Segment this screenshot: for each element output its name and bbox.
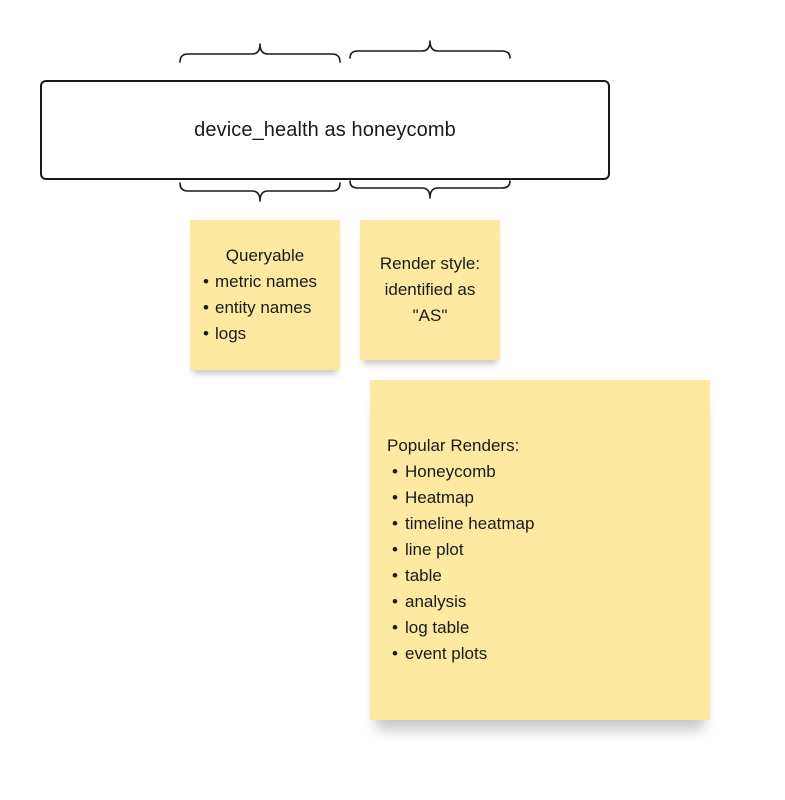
note-title: Popular Renders:: [387, 436, 520, 455]
sticky-note-queryable[interactable]: Queryable metric names entity names logs: [190, 220, 340, 370]
list-item: event plots: [387, 641, 710, 667]
sticky-note-popular-renders[interactable]: Popular Renders: Honeycomb Heatmap timel…: [370, 380, 710, 720]
list-item: entity names: [190, 295, 340, 321]
query-box: device_health as honeycomb: [40, 80, 610, 180]
bullet-list: metric names entity names logs: [190, 269, 340, 347]
list-item: table: [387, 563, 710, 589]
note-title: Queryable: [225, 246, 305, 265]
bullet-list: Honeycomb Heatmap timeline heatmap line …: [387, 459, 710, 667]
top-brace-right: [349, 40, 511, 59]
list-item: metric names: [190, 269, 340, 295]
list-item: timeline heatmap: [387, 511, 710, 537]
note-line: "AS": [412, 306, 448, 325]
note-text: Render style: identified as "AS": [370, 251, 490, 329]
list-item: Heatmap: [387, 485, 710, 511]
list-item: logs: [190, 321, 340, 347]
top-brace-left: [179, 43, 341, 63]
note-line: Render style:: [379, 254, 481, 273]
list-item: analysis: [387, 589, 710, 615]
list-item: Honeycomb: [387, 459, 710, 485]
query-text: device_health as honeycomb: [194, 118, 456, 141]
sticky-note-render-style[interactable]: Render style: identified as "AS": [360, 220, 500, 360]
list-item: line plot: [387, 537, 710, 563]
bottom-brace-right: [349, 180, 511, 199]
bottom-brace-left: [179, 182, 341, 202]
note-line: identified as: [384, 280, 476, 299]
list-item: log table: [387, 615, 710, 641]
